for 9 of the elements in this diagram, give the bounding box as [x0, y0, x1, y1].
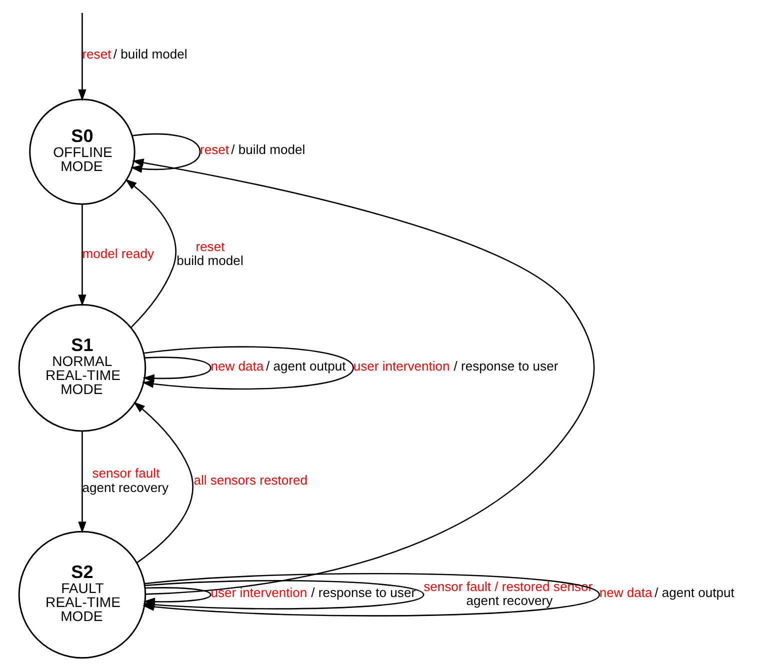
edge-label: reset build model [176, 238, 244, 268]
edge-label: reset / build model [200, 142, 306, 158]
edge-label: user intervention / response to user [353, 358, 558, 374]
edge-label: new data / agent output [599, 585, 734, 600]
edge-label: model ready [82, 246, 154, 261]
edge-label: user intervention / response to user [210, 585, 416, 600]
edge-label: all sensors restored [194, 472, 308, 488]
edge-label: new data / agent output [210, 358, 346, 374]
edge-label: reset / build model [82, 46, 188, 62]
